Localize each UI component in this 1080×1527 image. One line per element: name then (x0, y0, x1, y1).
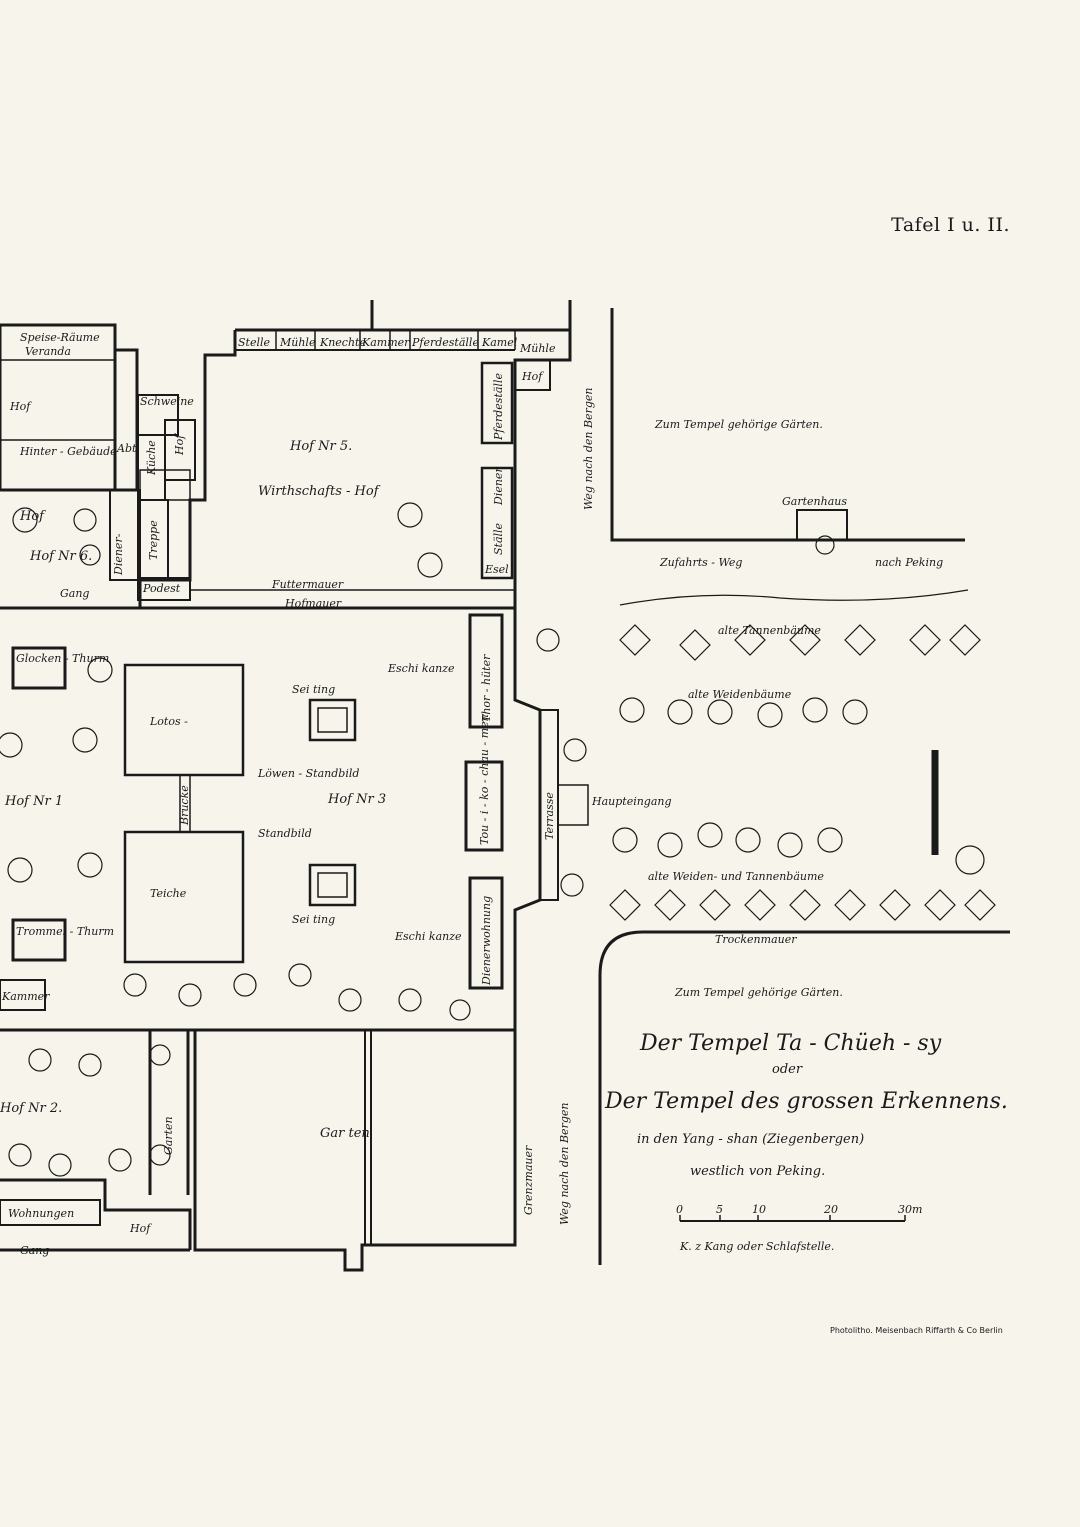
label-loewen-standbild: Löwen - Standbild (257, 767, 359, 780)
label-room-kammer: Kammer (361, 336, 410, 349)
label-futtermauer: Futtermauer (271, 578, 344, 591)
tree-icon (536, 535, 835, 897)
tree-icon (609, 624, 996, 921)
label-gang-top: Gang (60, 587, 89, 600)
label-tannen: alte Tannenbäume (718, 624, 821, 637)
label-nach-peking: nach Peking (875, 556, 943, 569)
label-podest: Podest (142, 582, 181, 595)
label-hinter-gebaeude: Hinter - Gebäude (19, 445, 117, 458)
label-veranda: Veranda (25, 345, 71, 358)
label-wohnungen: Wohnungen (8, 1207, 74, 1220)
label-hof2: Hof Nr 2. (0, 1101, 62, 1116)
label-garten: Gar ten (320, 1126, 370, 1141)
title-line-4: in den Yang - shan (Ziegenbergen) (637, 1132, 864, 1147)
label-sei-ting-bottom: Sei ting (292, 913, 335, 926)
label-weg-bergen-bottom: Weg nach den Bergen (558, 1103, 571, 1225)
label-standbild: Standbild (258, 827, 312, 840)
label-dienerwohnung: Dienerwohnung (480, 896, 493, 986)
label-trockenmauer: Trockenmauer (715, 933, 797, 946)
label-hof5: Hof Nr 5. (289, 439, 352, 454)
label-esel: Esel (484, 563, 509, 576)
label-grenzmauer: Grenzmauer (522, 1145, 535, 1215)
label-weiden-tannen: alte Weiden- und Tannenbäume (648, 870, 824, 883)
label-tou: Tou - i - ko - chau - men (478, 714, 491, 845)
label-hof-small: Hof (521, 370, 544, 383)
label-eschi-kanze-bottom: Eschi kanze (394, 930, 462, 943)
label-room-pferdestaelle: Pferdeställe (411, 336, 479, 349)
label-trommelthurm: Trommel - Thurm (16, 925, 114, 938)
scale-tick-5: 5 (716, 1203, 723, 1216)
label-gartenhaus: Gartenhaus (782, 495, 847, 508)
label-treppe: Treppe (147, 520, 160, 560)
label-schweine: Schweine (140, 395, 194, 408)
label-sei-ting-top: Sei ting (292, 683, 335, 696)
label-lotos: Lotos - (149, 715, 188, 728)
plate-number: Tafel I u. II. (891, 214, 1010, 236)
label-diener: Diener (492, 467, 505, 506)
printer-credit: Photolitho. Meisenbach Riffarth & Co Ber… (830, 1326, 1003, 1335)
label-room-stelle: Stelle (238, 336, 271, 349)
label-weiden: alte Weidenbäume (688, 688, 792, 701)
label-hof-bottom: Hof (129, 1222, 152, 1235)
legend-kang: K. z Kang oder Schlafstelle. (679, 1240, 834, 1253)
label-hof1: Hof Nr 1 (4, 794, 63, 809)
scale-tick-10: 10 (752, 1203, 766, 1216)
label-eschi-kanze-top: Eschi kanze (387, 662, 455, 675)
title-line-3: Der Tempel des grossen Erkennens. (604, 1089, 1008, 1114)
label-diener-kammer: Diener- (112, 533, 125, 576)
title-line-2: oder (772, 1062, 803, 1077)
label-speise: Speise-Räume (20, 331, 100, 344)
label-glockenthurm: Glocken - Thurm (16, 652, 109, 665)
label-hof3: Hof Nr 3 (327, 792, 386, 807)
label-gaerten-top: Zum Tempel gehörige Gärten. (654, 418, 823, 431)
label-room-kamel: Kamel (481, 336, 518, 349)
label-room-muehle: Mühle (279, 336, 316, 349)
label-bruecke: Brücke (178, 785, 191, 826)
tree-icon (0, 657, 113, 883)
label-room-knechte: Knechte (319, 336, 366, 349)
label-gaerten-bottom: Zum Tempel gehörige Gärten. (674, 986, 843, 999)
label-room-muehle2: Mühle (519, 342, 556, 355)
label-kueche: Küche (145, 440, 158, 476)
tree-icon (12, 502, 443, 578)
label-weg-bergen-top: Weg nach den Bergen (582, 388, 595, 510)
scale-tick-30: 30m (898, 1203, 922, 1216)
label-hofmauer: Hofmauer (284, 597, 342, 610)
tree-icon (123, 963, 471, 1021)
scale-tick-20: 20 (823, 1203, 838, 1216)
label-gang-bottom: Gang (20, 1244, 49, 1257)
label-hof-tl2: Hof (9, 400, 32, 413)
label-thorhueter: Thor - hüter (480, 654, 493, 722)
label-staelle: Ställe (492, 522, 505, 555)
title-line-5: westlich von Peking. (690, 1164, 825, 1179)
label-garten-small: Garten (162, 1116, 175, 1155)
label-hof6: Hof Nr 6. (29, 549, 92, 564)
tree-icon (8, 1044, 171, 1177)
title-line-1: Der Tempel Ta - Chüeh - sy (639, 1031, 942, 1056)
label-wirthschafts-hof: Wirthschafts - Hof (258, 484, 381, 499)
label-haupteingang: Haupteingang (591, 795, 672, 808)
label-kammer: Kammer (1, 990, 50, 1003)
label-pferdestaelle: Pferdeställe (492, 373, 505, 441)
label-terrasse: Terrasse (543, 792, 556, 840)
scale-tick-0: 0 (676, 1203, 683, 1216)
label-teiche: Teiche (150, 887, 187, 900)
label-abt: Abt. (116, 442, 140, 455)
tree-icon (612, 697, 985, 875)
label-hof-tl: Hof (19, 509, 46, 524)
label-zufahrt: Zufahrts - Weg (659, 556, 742, 569)
label-hof-k: Hof (173, 433, 186, 456)
